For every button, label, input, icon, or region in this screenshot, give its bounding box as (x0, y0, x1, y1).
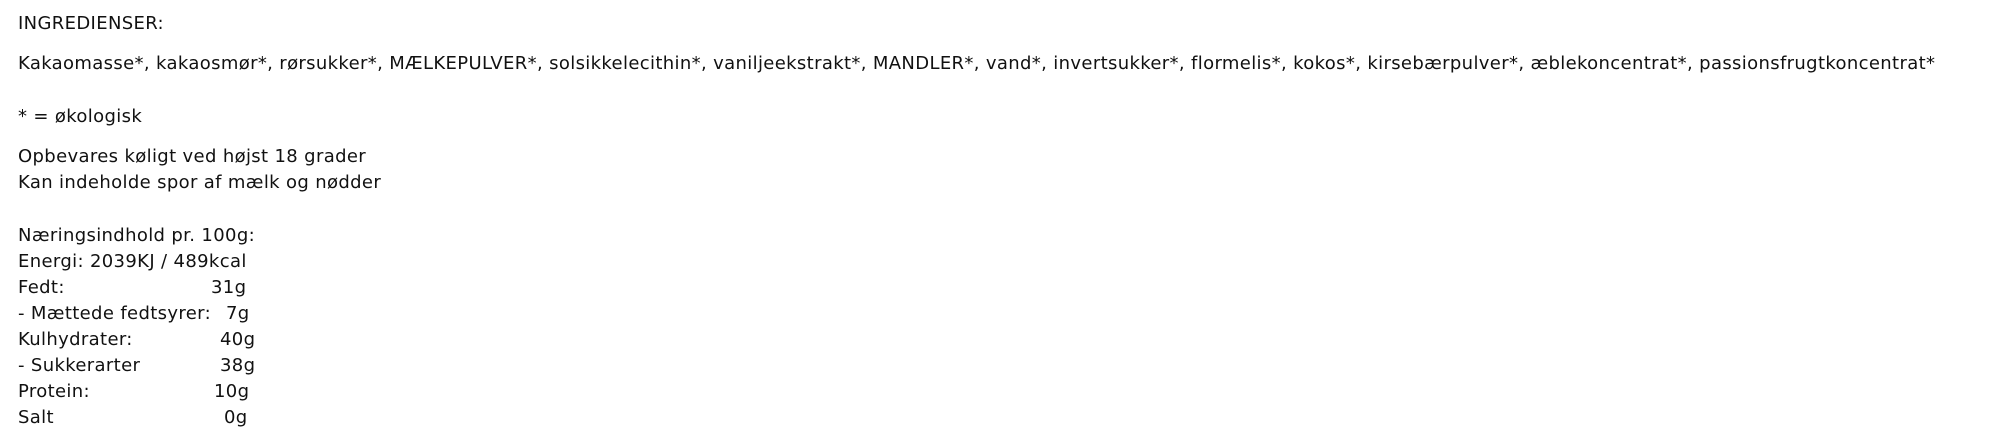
nutrition-label-sugars: - Sukkerarter (18, 355, 141, 376)
nutrition-label-protein: Protein: (18, 381, 90, 402)
nutrition-row: - Mættede fedtsyrer: 7g (18, 301, 288, 327)
nutrition-value-saturated-fat: 7g (226, 303, 250, 324)
nutrition-row: Protein: 10g (18, 379, 288, 405)
ingredients-heading: INGREDIENSER: (18, 13, 164, 34)
nutrition-value-fat: 31g (211, 277, 247, 298)
nutrition-value-protein: 10g (214, 381, 250, 402)
storage-instruction: Opbevares køligt ved højst 18 grader (18, 146, 367, 167)
nutrition-label-salt: Salt (18, 407, 54, 428)
nutrition-row: - Sukkerarter 38g (18, 353, 288, 379)
product-info-document: INGREDIENSER: Kakaomasse*, kakaosmør*, r… (18, 0, 1988, 447)
nutrition-label-fat: Fedt: (18, 277, 65, 298)
nutrition-value-salt: 0g (224, 407, 248, 428)
organic-legend: * = økologisk (18, 106, 143, 127)
nutrition-row: Salt 0g (18, 405, 288, 431)
nutrition-row: Kulhydrater: 40g (18, 327, 288, 353)
nutrition-row: Fedt: 31g (18, 275, 288, 301)
nutrition-value-sugars: 38g (220, 355, 256, 376)
nutrition-title: Næringsindhold pr. 100g: (18, 225, 256, 246)
ingredients-list: Kakaomasse*, kakaosmør*, rørsukker*, MÆL… (18, 53, 1936, 74)
nutrition-label-carbohydrates: Kulhydrater: (18, 329, 133, 350)
allergen-warning: Kan indeholde spor af mælk og nødder (18, 172, 382, 193)
nutrition-value-carbohydrates: 40g (220, 329, 256, 350)
nutrition-label-saturated-fat: - Mættede fedtsyrer: (18, 303, 211, 324)
energy-value: Energi: 2039KJ / 489kcal (18, 251, 247, 272)
